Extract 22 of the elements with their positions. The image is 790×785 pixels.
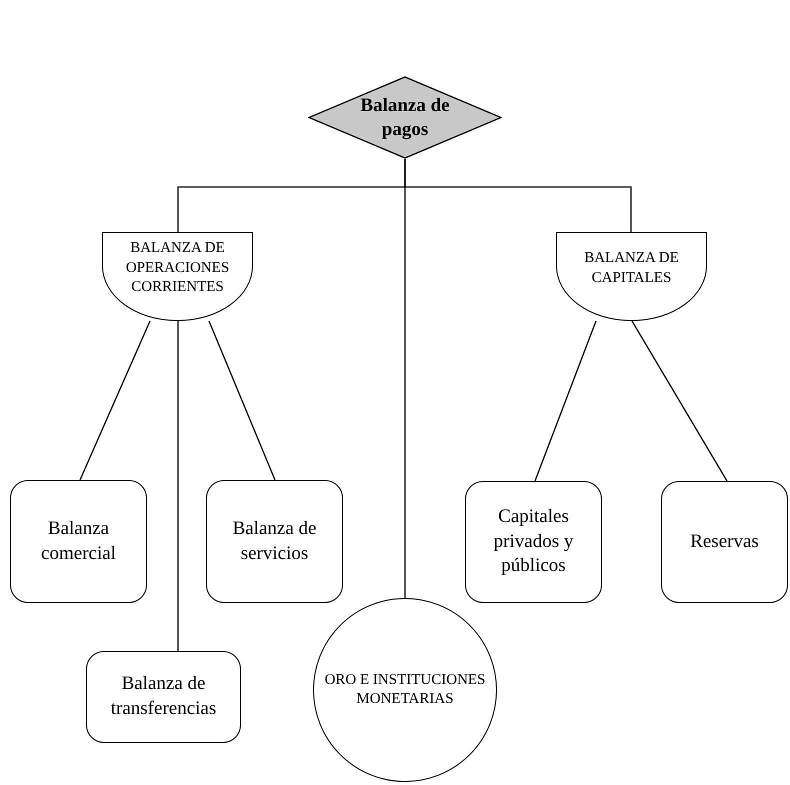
- rounded-box: [10, 480, 147, 603]
- rounded-box: [465, 481, 602, 603]
- connector-line: [631, 320, 728, 482]
- node-label: Balanza de servicios: [232, 516, 318, 566]
- node-label: Balanza de pagos: [359, 94, 451, 142]
- connector-line: [177, 321, 179, 651]
- node-label: Balanza de transferencias: [110, 672, 218, 721]
- node-label: Reservas: [689, 530, 760, 554]
- node-label: Capitales privados y públicos: [492, 504, 574, 578]
- node-label: ORO E INSTITUCIONES MONETARIAS: [324, 670, 486, 709]
- rounded-bottom-box: [556, 232, 707, 321]
- connector-line: [79, 320, 151, 480]
- node-label: Balanza comercial: [40, 516, 117, 566]
- rounded-bottom-box: [102, 232, 253, 321]
- rounded-box: [206, 480, 343, 603]
- connector-line: [404, 159, 632, 232]
- connector-line: [208, 320, 276, 480]
- node-label: BALANZA DE OPERACIONES CORRIENTES: [124, 239, 230, 298]
- rounded-box: [661, 481, 788, 603]
- connector-line: [534, 320, 597, 482]
- rounded-box: [86, 651, 241, 743]
- node-label: BALANZA DE CAPITALES: [583, 249, 680, 288]
